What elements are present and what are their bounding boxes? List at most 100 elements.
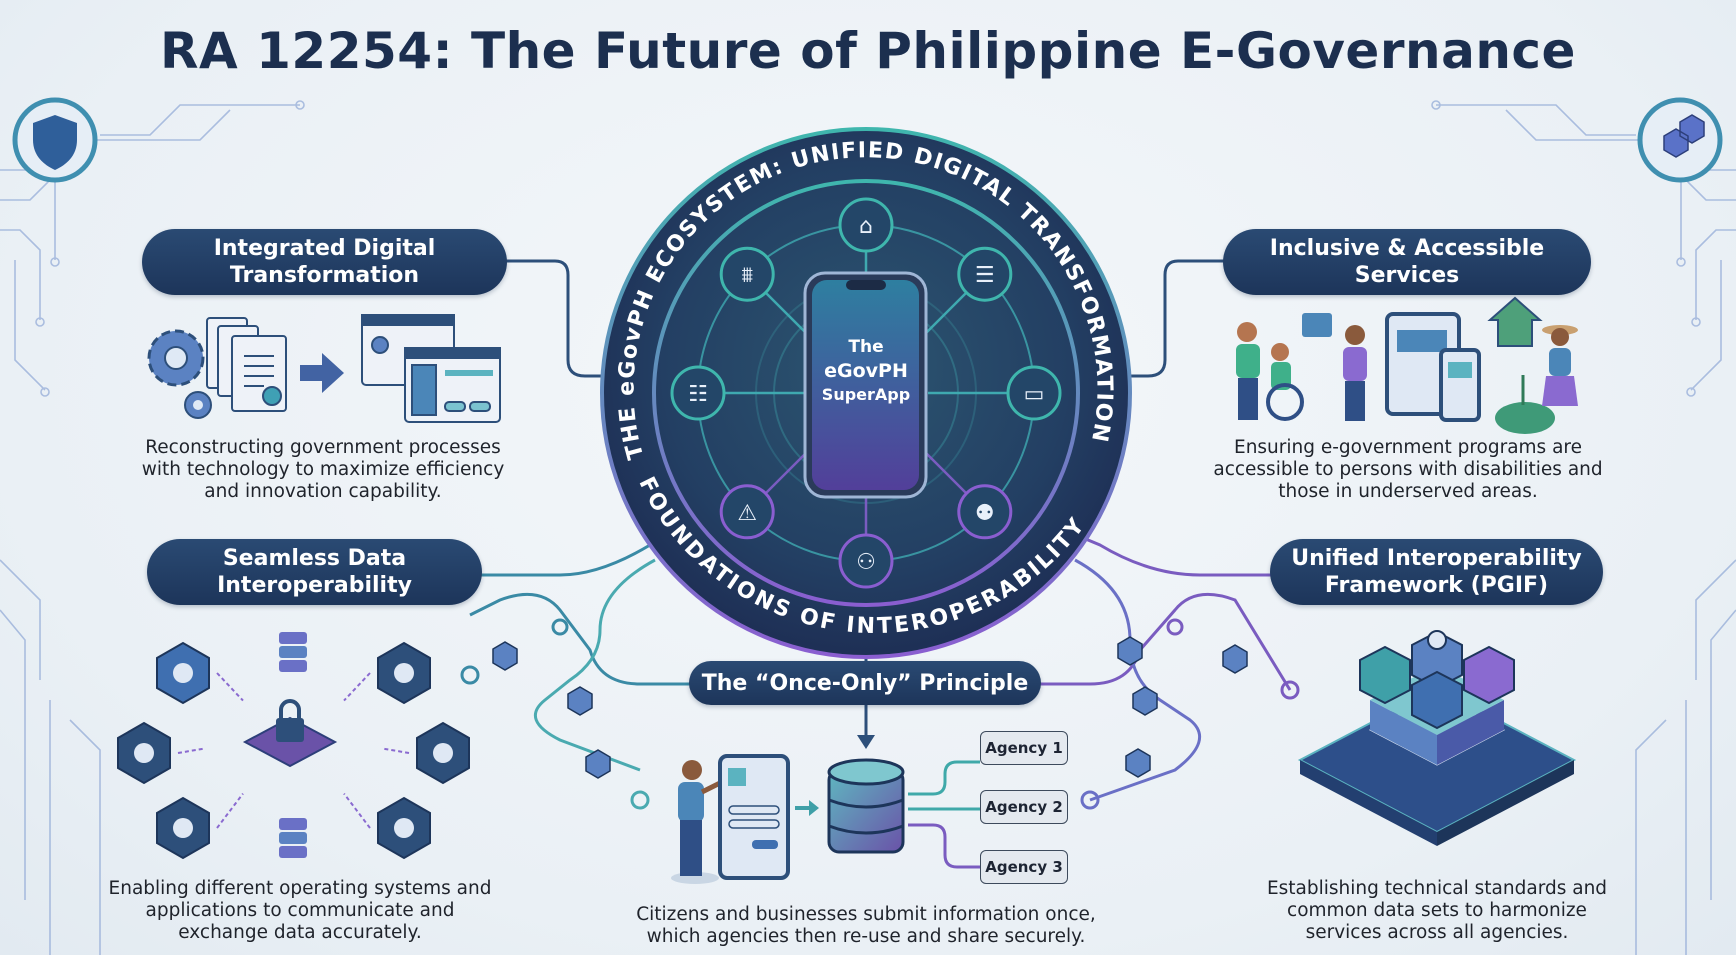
agency-box-2: Agency 2	[980, 790, 1068, 824]
data-cube-4	[1411, 670, 1463, 730]
process-to-digital-illustration	[147, 314, 501, 423]
superapp-phone[interactable]: The eGovPH SuperApp	[803, 271, 928, 499]
svg-text:☰: ☰	[975, 263, 995, 288]
money-hand-hex-icon	[117, 721, 205, 785]
small-gear-icon	[184, 391, 212, 419]
home-icon	[1487, 296, 1543, 347]
gear-icon	[147, 329, 205, 387]
cloud-upload-hex-icon	[343, 792, 431, 860]
bank-hex-icon	[382, 721, 470, 785]
shield-icon	[12, 97, 98, 183]
svg-text:⚉: ⚉	[975, 501, 995, 526]
farmer-icon	[1542, 325, 1578, 406]
form-document-icon[interactable]: ☷	[670, 365, 726, 421]
form-tablet-icon	[718, 754, 790, 880]
desc-line: Ensuring e-government programs are	[1234, 437, 1582, 458]
government-building-icon[interactable]: ⌂	[838, 197, 894, 253]
pill-title-line: Unified Interoperability	[1291, 546, 1582, 571]
data-node-cubes	[492, 636, 1248, 779]
bank-hex-icon	[343, 641, 431, 705]
chat-bubble-icon	[1302, 313, 1332, 337]
phone-label-line1: The	[848, 337, 883, 357]
data-cube-3	[1463, 645, 1515, 705]
users-hex-icon	[156, 792, 244, 860]
data-cube-1	[1359, 645, 1411, 705]
once-only-illustration	[671, 735, 980, 884]
desc-line: and innovation capability.	[204, 481, 442, 502]
arrow-right-icon	[795, 800, 819, 816]
phone-label-line3: SuperApp	[822, 385, 910, 404]
database-stack-icon-bottom	[279, 818, 307, 858]
phone-icon	[1439, 348, 1481, 422]
data-exchange-illustration	[117, 632, 470, 860]
desc-line: Reconstructing government processes	[145, 437, 501, 458]
desc-line: common data sets to harmonize	[1287, 900, 1587, 921]
arrow-down-icon	[857, 735, 875, 749]
users-icon[interactable]: ⚇	[838, 533, 894, 589]
data-node-cube-icon	[567, 686, 593, 716]
desc-line: which agencies then re-use and share sec…	[646, 926, 1086, 947]
database-stack-icon-top	[279, 632, 307, 672]
app-windows-icon	[361, 314, 501, 423]
desc-line: Enabling different operating systems and	[108, 878, 492, 899]
desc-line: those in underserved areas.	[1278, 481, 1538, 502]
pill-title-line: Services	[1354, 263, 1460, 288]
citizen-icon	[671, 760, 728, 884]
desc-line: accessible to persons with disabilities …	[1213, 459, 1603, 480]
person-tablet-icon	[1343, 325, 1367, 421]
document-touch-icon[interactable]: ☰	[957, 246, 1013, 302]
database-icon	[827, 758, 905, 854]
data-node-cube-icon	[1132, 686, 1158, 716]
emergency-icon[interactable]: ⚠	[719, 484, 775, 540]
tablet-icon	[1385, 312, 1461, 416]
desc-line: services across all agencies.	[1305, 922, 1569, 943]
pill-title-line: Transformation	[229, 263, 420, 288]
svg-text:⌂: ⌂	[859, 214, 873, 239]
monitor-icon[interactable]: ▭	[1006, 365, 1062, 421]
pill-title-line: Interoperability	[217, 573, 412, 598]
assistance-icon[interactable]: ⚉	[957, 484, 1013, 540]
circuit-traces-left	[0, 100, 305, 955]
once-only-principle-pill: The “Once-Only” Principle	[689, 661, 1041, 705]
bank-icon[interactable]: ⩩	[719, 246, 775, 302]
connector-lines	[460, 259, 1300, 810]
svg-text:▭: ▭	[1024, 382, 1045, 407]
wheelchair-icon	[1266, 343, 1304, 421]
egovph-hub: THE eGovPH ECOSYSTEM: UNIFIED DIGITAL TR…	[600, 127, 1132, 659]
data-node-cube-icon	[1222, 644, 1248, 674]
desc-line: Citizens and businesses submit informati…	[636, 904, 1096, 925]
plant-icon	[1495, 375, 1555, 434]
svg-text:⩩: ⩩	[741, 263, 753, 288]
shield-hex-icon	[156, 641, 244, 705]
documents-icon	[206, 317, 287, 412]
seamless-description: Enabling different operating systems and…	[60, 878, 540, 944]
framework-stack-illustration	[1297, 630, 1577, 846]
svg-text:⚇: ⚇	[856, 550, 876, 575]
gear-icon	[1427, 630, 1447, 650]
agency-box-1: Agency 1	[980, 731, 1068, 765]
inclusive-people-illustration	[1236, 296, 1578, 434]
desc-line: with technology to maximize efficiency	[141, 459, 505, 480]
person-icon	[1236, 322, 1260, 420]
pill-title-line: Integrated Digital	[213, 236, 436, 261]
once-only-description: Citizens and businesses submit informati…	[600, 904, 1132, 948]
desc-line: exchange data accurately.	[178, 922, 422, 943]
pill-title: The “Once-Only” Principle	[701, 670, 1029, 696]
data-node-cube-icon	[1125, 748, 1151, 778]
agency-box-3: Agency 3	[980, 850, 1068, 884]
pill-title-line: Framework (PGIF)	[1324, 573, 1549, 598]
svg-text:⚠: ⚠	[737, 501, 757, 526]
arrow-right-icon	[300, 353, 344, 393]
cubes-icon	[1637, 97, 1723, 183]
data-node-cube-icon	[585, 749, 611, 779]
phone-label-line2: eGovPH	[824, 360, 908, 382]
data-node-cube-icon	[492, 641, 518, 671]
